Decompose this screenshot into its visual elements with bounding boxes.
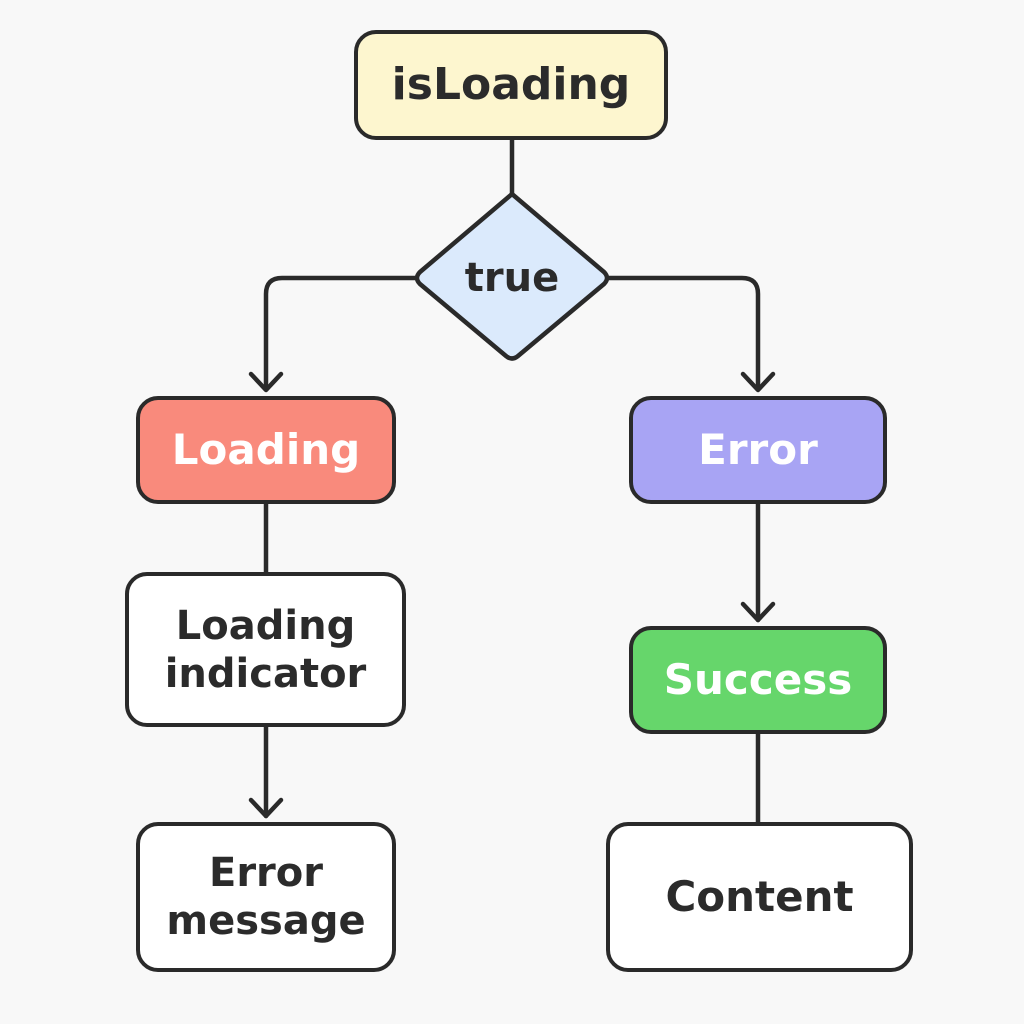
node-loading: Loading (136, 396, 396, 504)
node-success-label: Success (663, 654, 853, 704)
decision-label: true (464, 255, 560, 301)
edge-decision-to-loading (263, 275, 419, 391)
arrowhead-success (740, 601, 776, 623)
node-content: Content (606, 822, 913, 972)
node-success: Success (629, 626, 887, 734)
node-isloading-label: isLoading (391, 58, 631, 110)
arrowhead-error-message (248, 797, 284, 819)
node-error-label: Error (698, 424, 818, 474)
node-error-message-line-2: message (166, 898, 366, 944)
decision-diamond (414, 191, 610, 361)
node-loading-indicator: Loading indicator (125, 572, 406, 727)
node-loading-indicator-line-1: Loading (175, 602, 356, 649)
arrowhead-loading (248, 371, 284, 393)
node-loading-indicator-line-2: indicator (164, 650, 367, 697)
edge-decision-to-error (605, 275, 761, 391)
node-error-message-line-1: Error (209, 850, 323, 896)
arrowhead-error (740, 371, 776, 393)
node-content-label: Content (665, 871, 854, 921)
node-error: Error (629, 396, 887, 504)
node-loading-label: Loading (171, 424, 361, 474)
node-error-message: Error message (136, 822, 396, 972)
node-isloading: isLoading (354, 30, 668, 140)
